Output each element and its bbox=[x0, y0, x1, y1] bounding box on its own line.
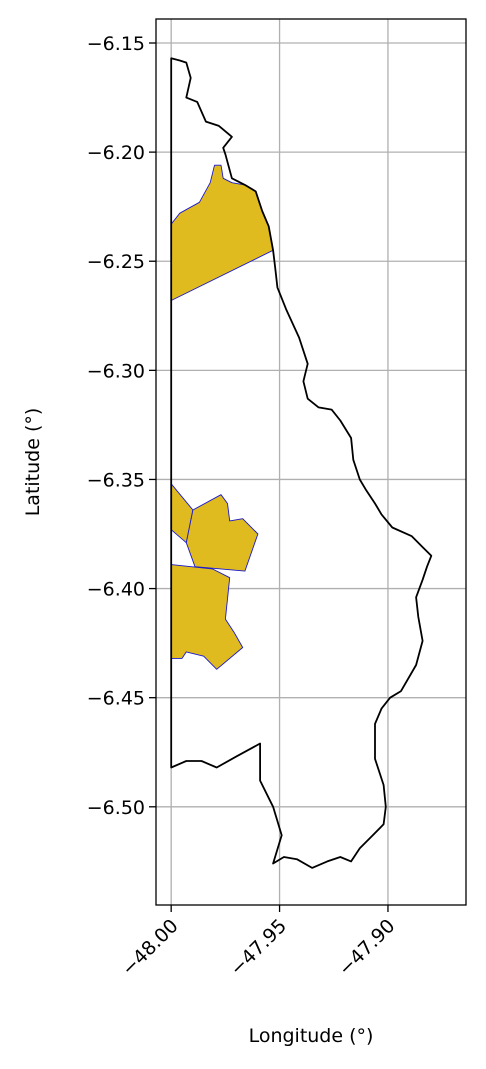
region-polygon-3 bbox=[170, 564, 244, 670]
boundary-layer bbox=[170, 57, 433, 869]
y-tick-label-5: −6.40 bbox=[87, 579, 145, 601]
y-axis-label: Latitude (°) bbox=[22, 408, 44, 517]
y-tick-label-3: −6.30 bbox=[87, 360, 145, 382]
x-ticks: −48.00 −47.95 −47.90 bbox=[117, 905, 399, 980]
x-tick-label-1: −47.95 bbox=[226, 915, 291, 980]
region-polygon-2 bbox=[185, 494, 259, 572]
x-tick-label-0: −48.00 bbox=[117, 915, 182, 980]
y-tick-label-0: −6.15 bbox=[87, 33, 145, 55]
y-tick-label-2: −6.25 bbox=[87, 251, 145, 273]
y-tick-label-6: −6.45 bbox=[87, 688, 145, 710]
y-tick-label-4: −6.35 bbox=[87, 469, 145, 491]
grid-layer bbox=[156, 19, 466, 905]
regions-layer bbox=[170, 164, 274, 670]
x-axis-label: Longitude (°) bbox=[249, 1025, 374, 1047]
y-ticks: −6.15 −6.20 −6.25 −6.30 −6.35 −6.40 −6.45 −6.50 bbox=[87, 33, 156, 819]
x-tick-label-2: −47.90 bbox=[334, 915, 399, 980]
y-tick-label-7: −6.50 bbox=[87, 797, 145, 819]
y-tick-label-1: −6.20 bbox=[87, 142, 145, 164]
plot-frame bbox=[155, 18, 467, 906]
region-polygon-0 bbox=[170, 164, 274, 301]
municipality-boundary bbox=[170, 57, 433, 869]
